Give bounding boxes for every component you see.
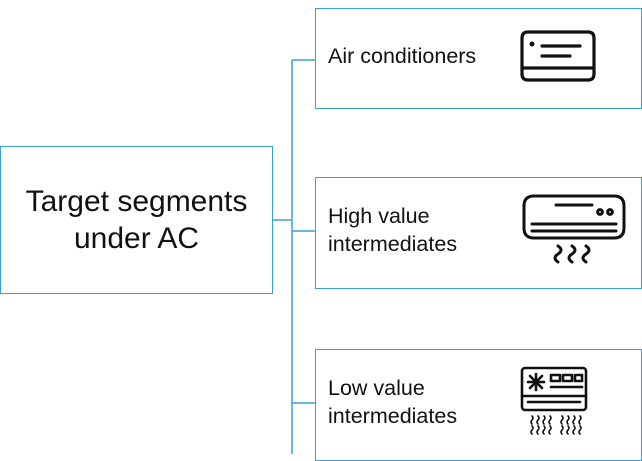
node-label: High value intermediates [328, 204, 458, 256]
node-high-value-intermediates: High value intermediates [315, 177, 642, 289]
root-label: Target segments under AC [25, 185, 248, 255]
ac-snowflake-airflow-icon [520, 366, 588, 435]
node-low-value-intermediates: Low value intermediates [315, 349, 642, 461]
ac-with-airflow-icon [522, 194, 626, 264]
root-node: Target segments under AC [0, 146, 273, 294]
node-label: Low value intermediates [328, 376, 458, 428]
node-air-conditioners: Air conditioners [315, 8, 642, 109]
node-label: Air conditioners [328, 44, 477, 68]
split-ac-unit-icon [520, 30, 596, 82]
